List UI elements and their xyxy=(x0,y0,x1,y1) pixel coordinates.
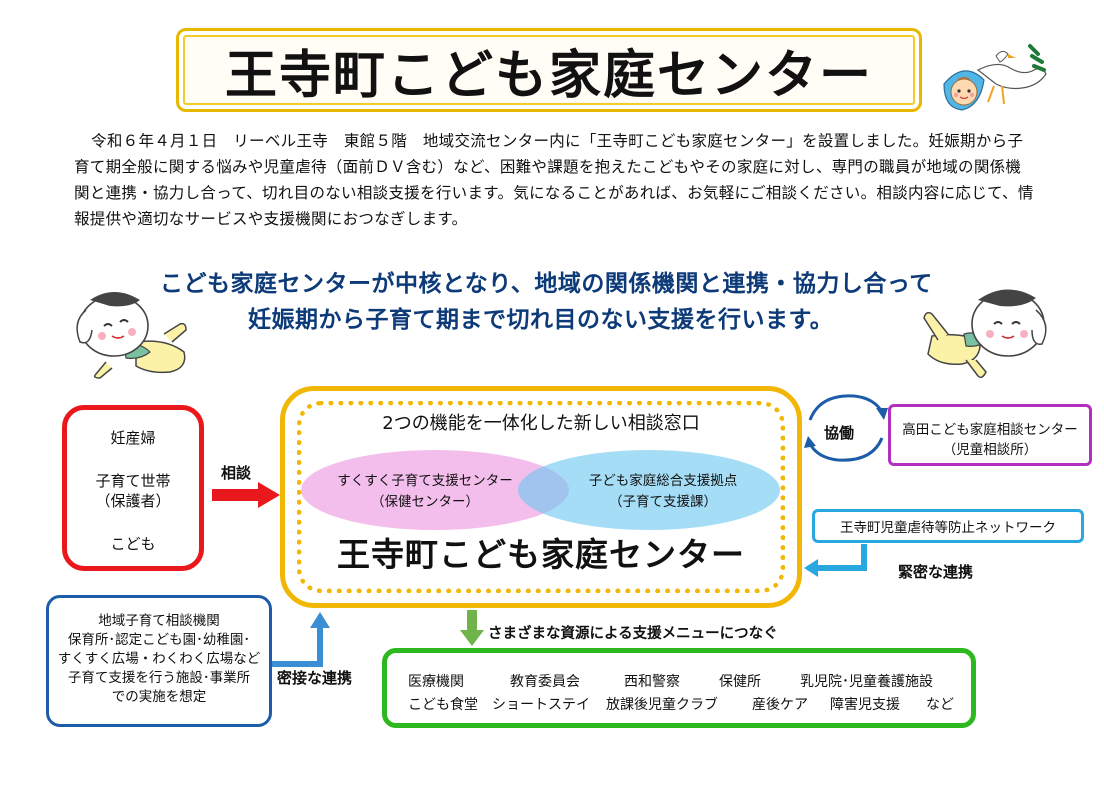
local-line-5: での実施を想定 xyxy=(111,689,207,705)
cooperate-label: 協働 xyxy=(824,424,855,442)
resources-label: さまざまな資源による支援メニューにつなぐ xyxy=(488,626,778,642)
local-line-3: すくすく広場・わくわく広場など xyxy=(57,651,261,667)
left-function-label: すくすく子育て支援センター （保健センター） xyxy=(310,471,540,513)
consult-label: 相談 xyxy=(221,464,252,482)
intro-paragraph: 令和６年４月１日 リーベル王寺 東館５階 地域交流センター内に「王寺町こども家庭… xyxy=(74,132,1034,228)
resource-item: 産後ケア xyxy=(752,697,808,713)
resource-item: 医療機関 xyxy=(408,674,464,690)
resource-item: 教育委員会 xyxy=(510,674,580,690)
mascot-left-icon xyxy=(76,292,187,379)
local-line-2: 保育所･認定こども園･幼稚園･ xyxy=(67,632,251,648)
network-label: 王寺町児童虐待等防止ネットワーク xyxy=(840,520,1056,536)
local-line-1: 地域子育て相談機関 xyxy=(98,613,220,629)
headline-line-2: 妊娠期から子育て期まで切れ目のない支援を行います。 xyxy=(248,307,834,333)
client-guardian: （保護者） xyxy=(95,492,171,510)
center-box-dotted-border xyxy=(297,401,785,593)
title-banner: 王寺町こども家庭センター xyxy=(176,28,922,112)
local-box xyxy=(46,595,272,727)
right-function-name: 子ども家庭総合支援拠点 xyxy=(588,473,738,489)
client-child: こども xyxy=(110,535,156,553)
local-arrow-icon xyxy=(272,612,330,667)
clients-box xyxy=(62,405,204,571)
resource-item: など xyxy=(926,697,954,713)
client-household: 子育て世帯 xyxy=(95,472,171,490)
resource-item: 西和警察 xyxy=(624,674,680,690)
cooperate-cycle-icon xyxy=(804,394,888,462)
center-subtitle: 2つの機能を一体化した新しい相談窓口 xyxy=(382,413,700,434)
network-link-label: 緊密な連携 xyxy=(898,563,974,581)
right-function-dept: （子育て支援課） xyxy=(609,494,717,510)
local-link-label: 密接な連携 xyxy=(277,669,353,687)
client-pregnant: 妊産婦 xyxy=(110,429,156,447)
right-function-label: 子ども家庭総合支援拠点 （子育て支援課） xyxy=(550,471,776,513)
mascot-right-icon xyxy=(923,289,1047,379)
stork-baby-icon xyxy=(943,44,1047,111)
center-name: 王寺町こども家庭センター xyxy=(337,535,745,574)
resource-item: 放課後児童クラブ xyxy=(606,697,718,713)
resource-item: こども食堂 xyxy=(408,697,478,713)
resources-arrow-icon xyxy=(460,610,484,646)
local-line-4: 子育て支援を行う施設･事業所 xyxy=(67,670,251,686)
partner-type: （児童相談所） xyxy=(942,442,1038,458)
right-function-ellipse xyxy=(518,450,780,530)
network-box xyxy=(812,509,1084,543)
page-title: 王寺町こども家庭センター xyxy=(224,45,873,106)
left-function-dept: （保健センター） xyxy=(371,494,479,510)
partner-box xyxy=(888,404,1092,466)
resource-item: 障害児支援 xyxy=(830,697,900,713)
left-function-name: すくすく子育て支援センター xyxy=(337,473,513,489)
headline-line-1: こども家庭センターが中核となり、地域の関係機関と連携・協力し合って xyxy=(160,271,933,297)
resource-item: ショートステイ xyxy=(492,697,590,713)
resource-item: 保健所 xyxy=(719,674,761,690)
network-arrow-icon xyxy=(804,544,867,577)
resources-box xyxy=(382,648,976,728)
partner-name: 高田こども家庭相談センター xyxy=(902,422,1078,438)
consult-arrow-icon xyxy=(212,482,280,508)
resource-item: 乳児院･児童養護施設 xyxy=(800,674,933,690)
